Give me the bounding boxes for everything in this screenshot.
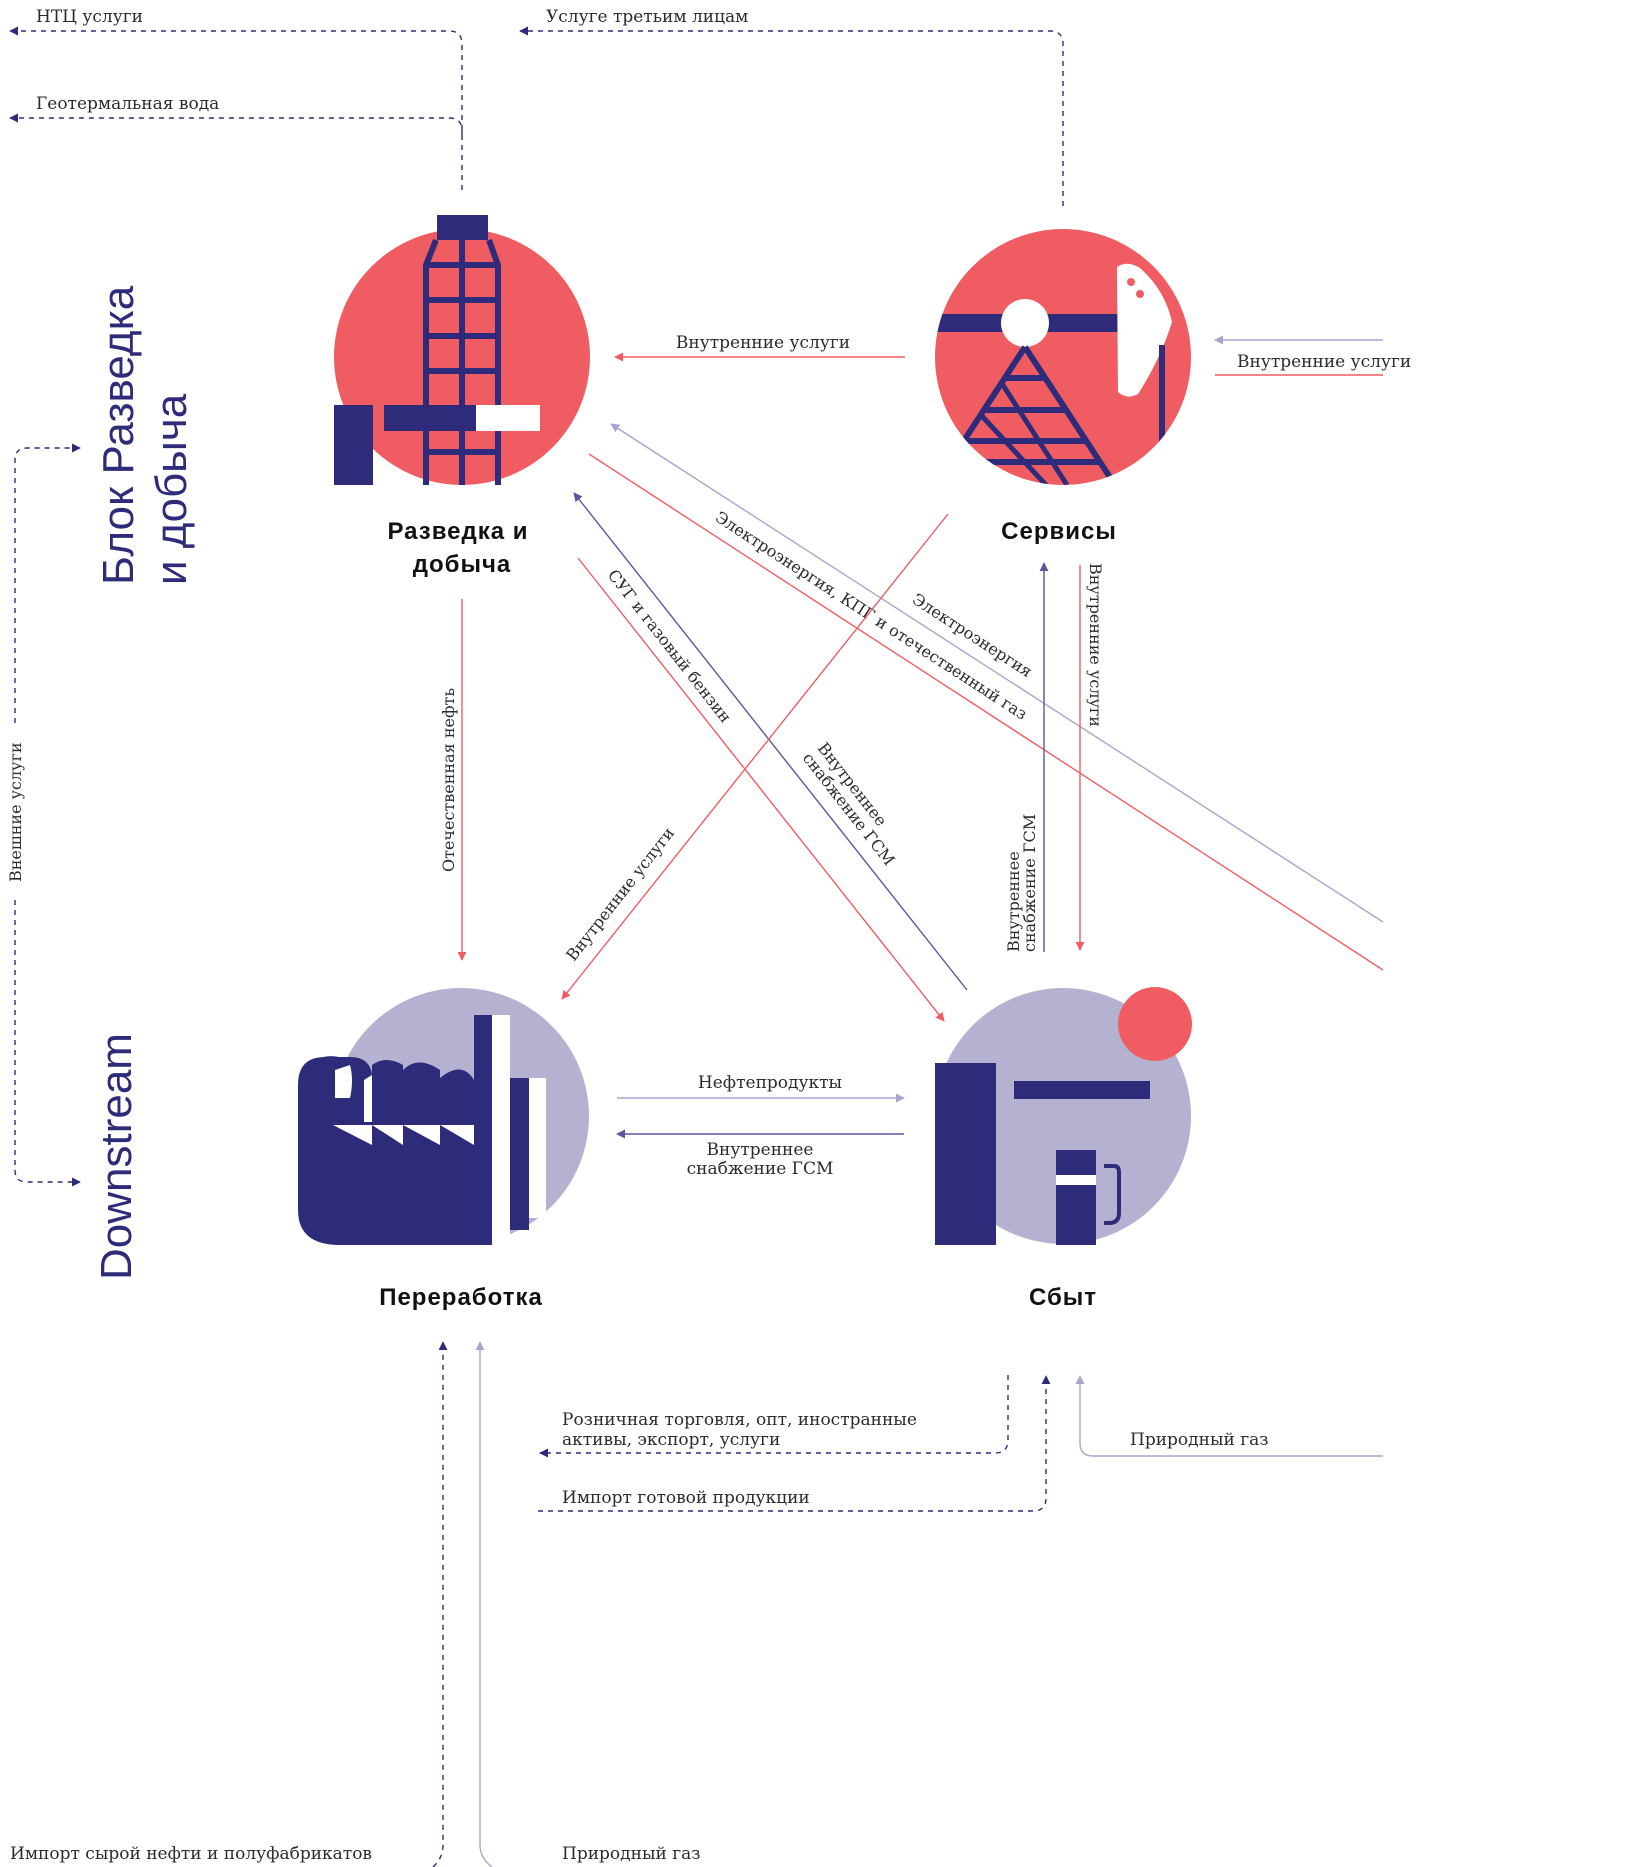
pump-jack-icon bbox=[935, 263, 1172, 485]
flow-natural-gas-refining bbox=[475, 1341, 493, 1867]
drilling-rig-icon bbox=[334, 215, 540, 485]
flow-retail-wholesale-label: Розничная торговля, опт, иностранные bbox=[562, 1410, 917, 1430]
flow-services-to-sales-label: Внутренние услуги bbox=[1086, 563, 1105, 727]
flow-services-to-refining bbox=[561, 513, 949, 1000]
flow-lpg-gasoline-label: СУГ и газовый бензин bbox=[604, 566, 735, 726]
flow-internal-fuel-services-label-line2: снабжение ГСМ bbox=[1020, 814, 1039, 952]
flow-services-to-exploration-label: Внутренние услуги bbox=[676, 333, 850, 353]
services-label: Сервисы bbox=[1001, 518, 1117, 545]
services-node: Сервисы bbox=[935, 229, 1191, 545]
flow-geothermal-water bbox=[9, 113, 463, 135]
flow-third-party-services-label: Услуге третьим лицам bbox=[546, 7, 748, 27]
flow-electricity-kpg-gas-label: Электроэнергия, КПГ и отечественный газ bbox=[712, 507, 1031, 723]
flow-third-party-services bbox=[519, 26, 1064, 206]
factory-icon bbox=[298, 1015, 546, 1245]
flow-electricity-label: Электроэнергия bbox=[909, 589, 1036, 681]
flow-retail-wholesale-label-line2: активы, экспорт, услуги bbox=[562, 1430, 780, 1450]
flow-natural-gas-sales bbox=[1075, 1375, 1383, 1457]
flow-internal-fuel-exploration bbox=[573, 492, 968, 991]
flow-geothermal-water-label: Геотермальная вода bbox=[36, 94, 219, 114]
external-services-bracket-lower bbox=[14, 900, 81, 1187]
exploration-label: Разведка и bbox=[387, 518, 528, 545]
exploration-node: Разведка и добыча bbox=[334, 215, 590, 578]
flow-services-to-refining-label: Внутренние услуги bbox=[562, 824, 678, 965]
flow-import-crude bbox=[432, 1341, 448, 1867]
flow-electricity bbox=[610, 423, 1384, 923]
external-services-bracket bbox=[14, 443, 81, 723]
flow-natural-gas-sales-label: Природный газ bbox=[1130, 1430, 1269, 1450]
flow-import-finished-label: Импорт готовой продукции bbox=[562, 1488, 810, 1508]
upstream-block-title: Блок Разведка bbox=[94, 285, 143, 585]
flow-internal-fuel-refining-label-line2: снабжение ГСМ bbox=[687, 1159, 834, 1179]
exploration-label-line2: добыча bbox=[413, 551, 512, 578]
flow-domestic-oil-label: Отечественная нефть bbox=[439, 688, 458, 872]
sales-node: Сбыт bbox=[935, 987, 1192, 1311]
flow-internal-fuel-refining-label: Внутреннее bbox=[707, 1140, 814, 1160]
flow-natural-gas-refining-label: Природный газ bbox=[562, 1844, 701, 1864]
external-services-label: Внешние услуги bbox=[6, 742, 25, 882]
refining-label: Переработка bbox=[379, 1284, 543, 1311]
flow-lpg-gasoline bbox=[577, 557, 945, 1022]
downstream-block-title: Downstream bbox=[92, 1033, 141, 1280]
sales-label: Сбыт bbox=[1029, 1284, 1097, 1311]
flow-internal-fuel-services-label: Внутреннее bbox=[1004, 851, 1023, 952]
flow-external-to-services-label: Внутренние услуги bbox=[1237, 352, 1411, 372]
fuel-station-icon bbox=[935, 987, 1192, 1245]
flow-import-crude-label: Импорт сырой нефти и полуфабрикатов bbox=[10, 1844, 372, 1864]
flow-petroleum-products-label: Нефтепродукты bbox=[698, 1073, 842, 1093]
flow-ntc-services-label: НТЦ услуги bbox=[36, 7, 143, 27]
upstream-block-title-line2: и добыча bbox=[147, 393, 196, 585]
flow-electricity-kpg-gas bbox=[588, 453, 1384, 971]
sales-circle bbox=[935, 988, 1191, 1244]
refining-node: Переработка bbox=[298, 988, 589, 1311]
